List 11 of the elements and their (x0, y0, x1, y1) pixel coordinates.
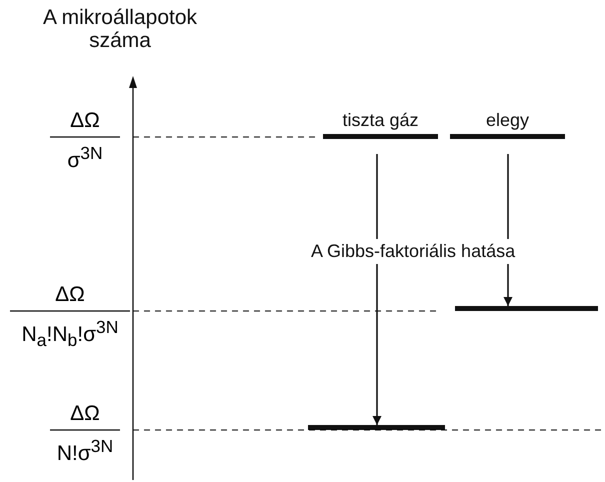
fraction-numerator: ΔΩ (69, 402, 101, 426)
fraction-denominator: N$_{a}$!N$_{b}$!σ$^{3N}$ (20, 316, 120, 352)
axis-title: A mikroállapotok száma (42, 6, 198, 52)
fraction-numerator: ΔΩ (69, 109, 101, 133)
effect-label: A Gibbs-faktoriális hatása (308, 239, 518, 264)
fraction-numerator: ΔΩ (54, 283, 86, 307)
level-label: tiszta gáz (341, 110, 420, 131)
fraction-denominator: N!σ$^{3N}$ (56, 435, 114, 466)
arrow (372, 154, 382, 425)
fraction-denominator: σ$^{3N}$ (66, 142, 104, 173)
level-label: elegy (484, 110, 530, 131)
